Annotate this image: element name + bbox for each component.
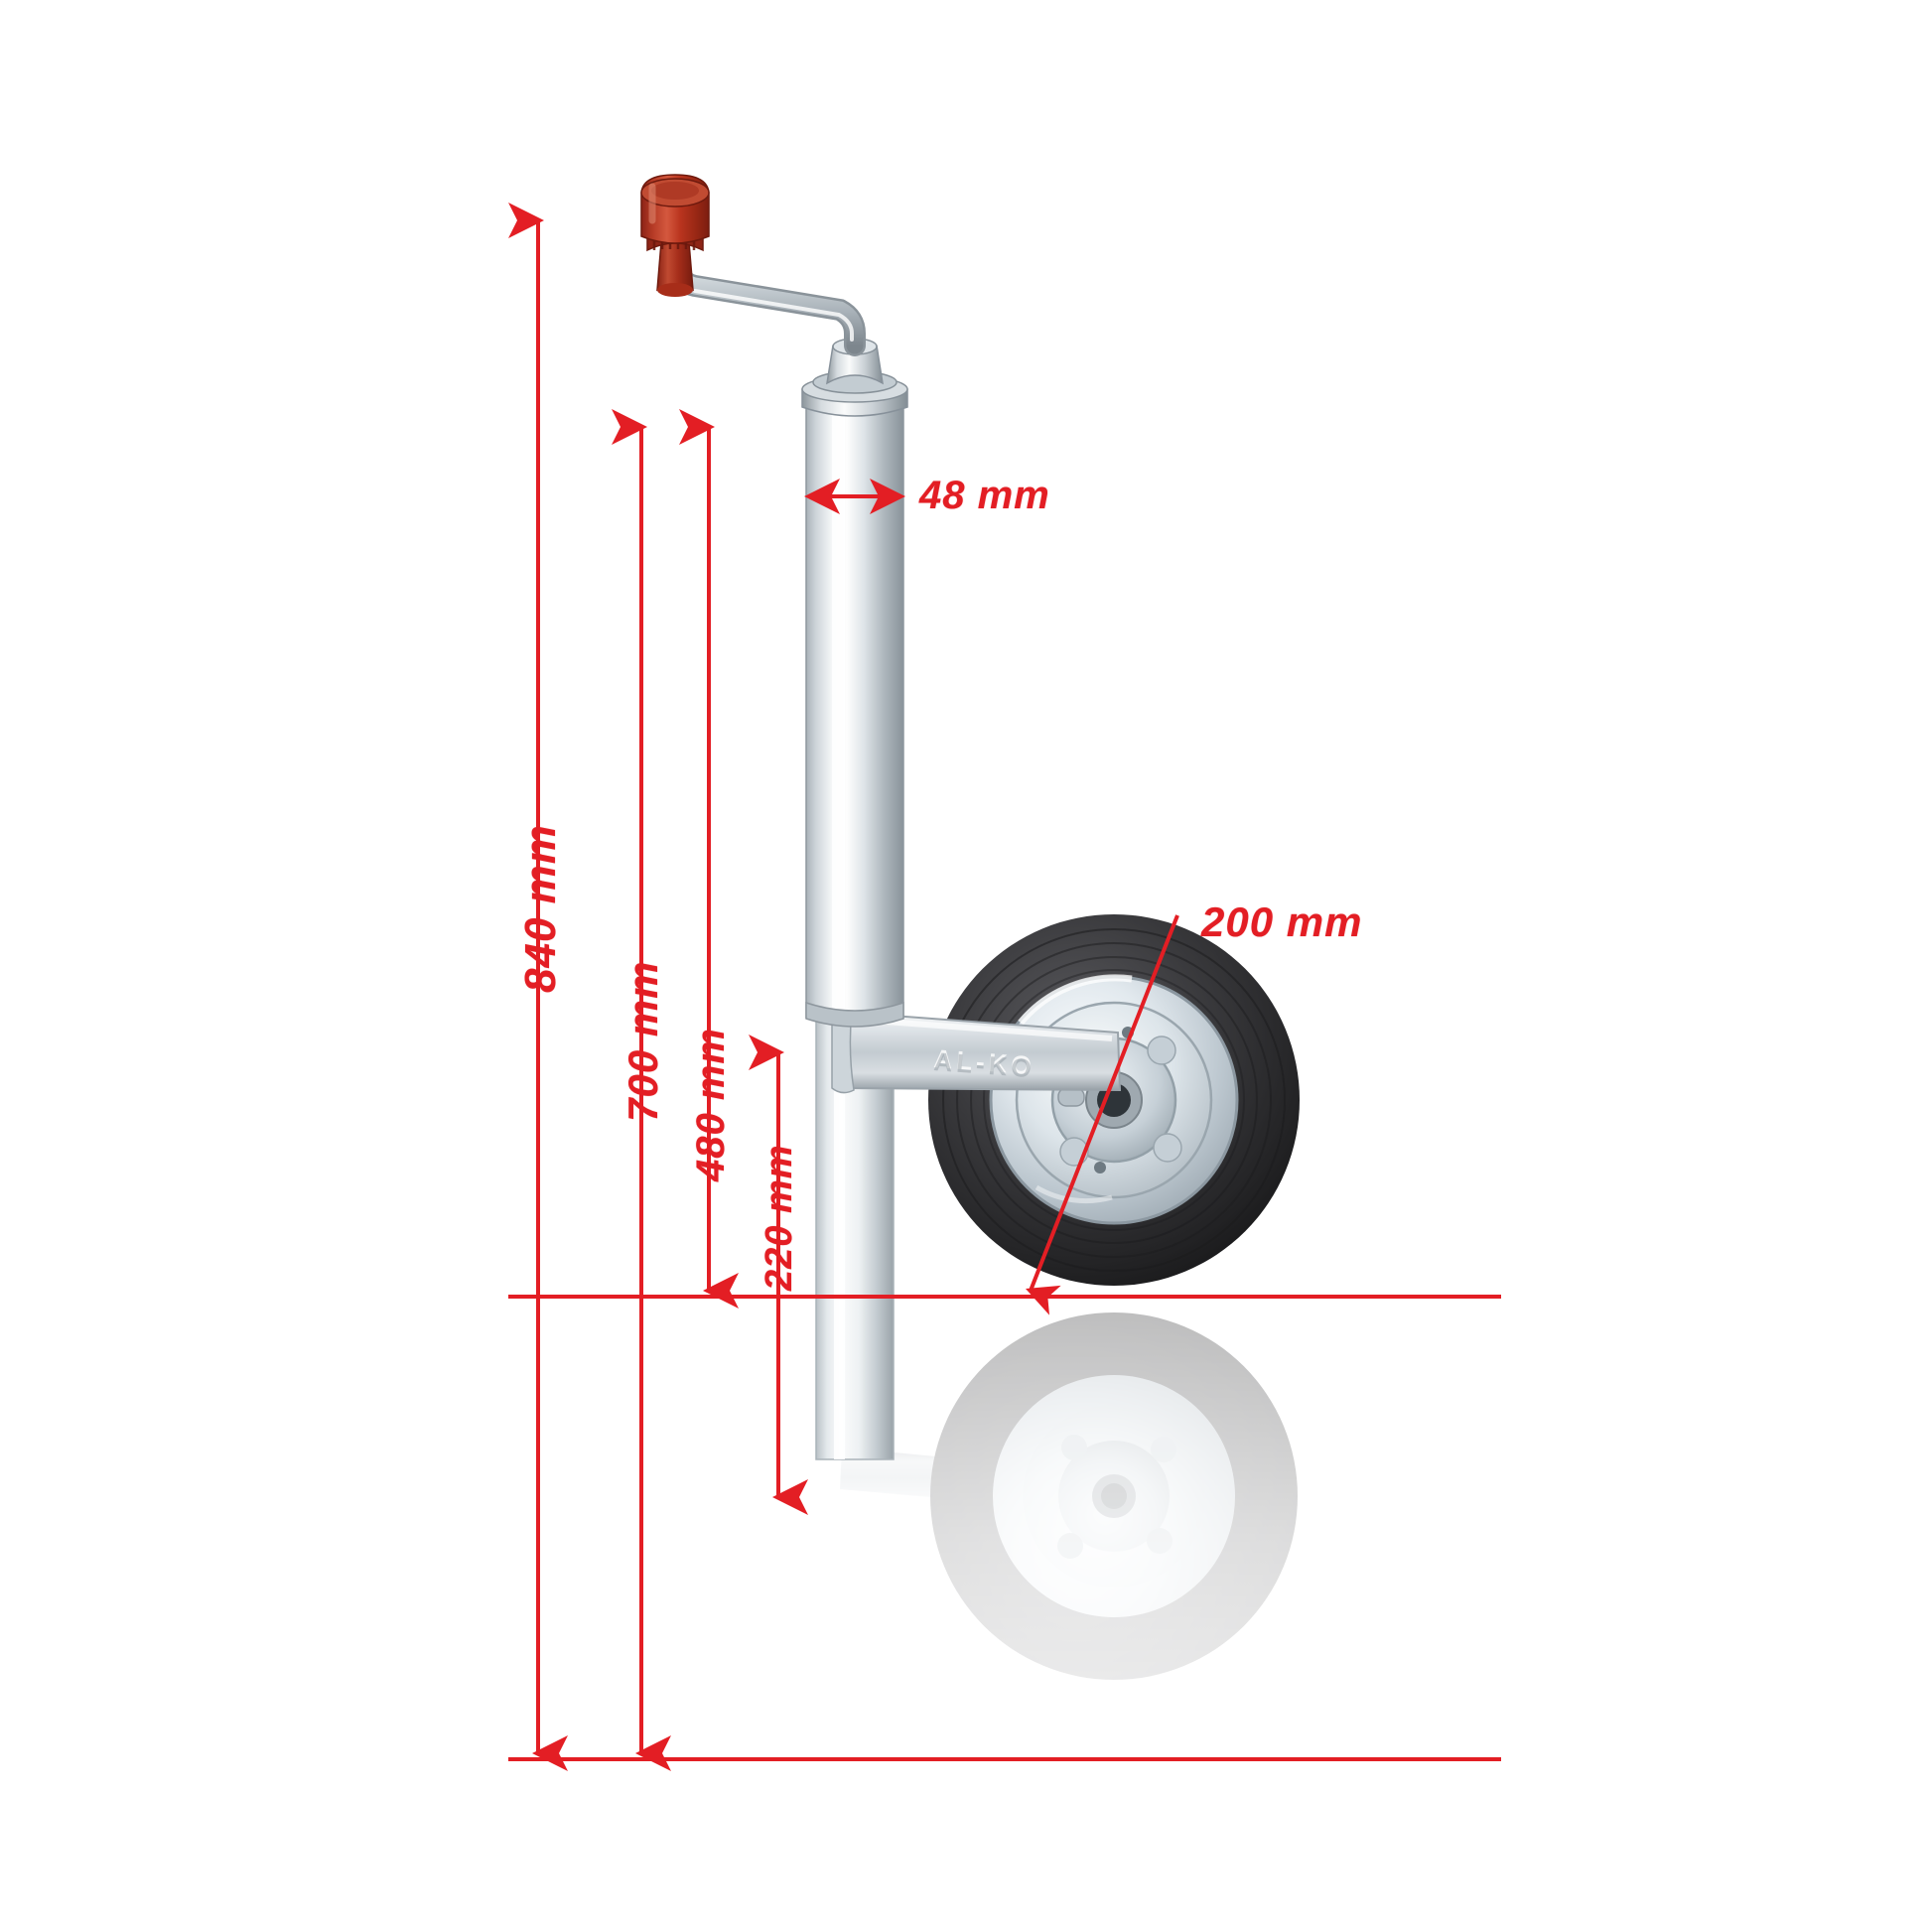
dimension-line-200 [1026, 914, 1179, 1315]
al-ko-emboss: AL-KO [933, 1043, 1036, 1080]
dimension-label-700: 700 mm [620, 960, 666, 1122]
mounting-arm: AL-KO AL-KO [831, 1004, 1122, 1094]
dimension-label-480: 480 mm [689, 1028, 733, 1181]
svg-text:AL-KO: AL-KO [933, 1046, 1036, 1083]
dimension-label-840: 840 mm [516, 824, 565, 993]
wheel-assembly [928, 914, 1300, 1286]
tube-collar [801, 338, 908, 417]
dimension-label-220: 220 mm [759, 1144, 800, 1291]
reflection-group [816, 1028, 1298, 1680]
dimension-label-200: 200 mm [1201, 898, 1363, 945]
dimension-label-48: 48 mm [919, 474, 1050, 517]
handle-knob [640, 174, 710, 297]
